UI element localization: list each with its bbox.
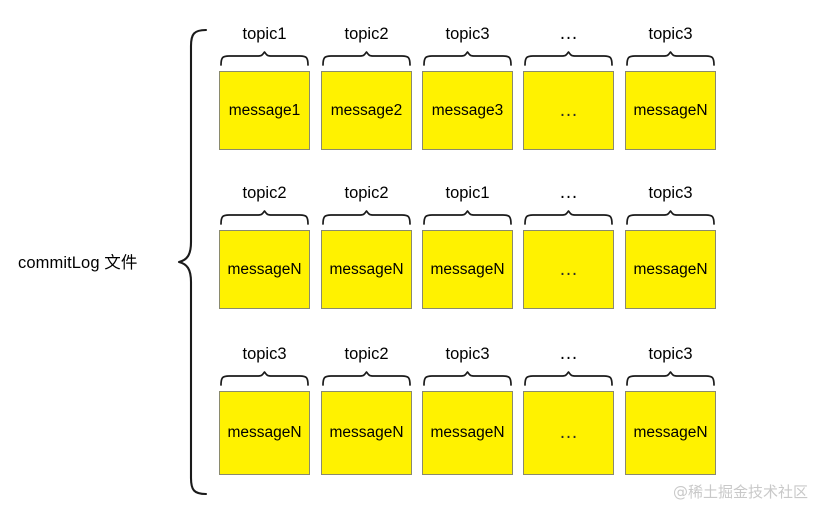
curly-brace-icon xyxy=(322,371,411,386)
topic-label: topic2 xyxy=(344,25,389,43)
message-box-label: … xyxy=(559,99,578,121)
topic-label: topic3 xyxy=(445,25,490,43)
message-box: messageN xyxy=(219,391,310,475)
curly-brace-icon xyxy=(220,371,309,386)
curly-brace-icon xyxy=(423,51,512,66)
topic-label: topic2 xyxy=(344,345,389,363)
message-box: message3 xyxy=(422,71,513,150)
topic-brace xyxy=(523,210,614,225)
message-box: messageN xyxy=(219,230,310,309)
commitlog-row: topic3 messageN topic2 messageN topic3 messag… xyxy=(0,344,821,475)
message-box: messageN xyxy=(625,391,716,475)
message-box-label: messageN xyxy=(633,260,708,278)
message-box: messageN xyxy=(625,71,716,150)
topic-label-ellipsis: … xyxy=(559,343,578,364)
message-box-label: … xyxy=(559,258,578,280)
commitlog-file-label: commitLog 文件 xyxy=(18,254,138,272)
topic-brace xyxy=(321,210,412,225)
message-cell: topic3 messageN xyxy=(219,344,310,475)
big-curly-brace-icon xyxy=(177,28,208,496)
message-box-ellipsis: … xyxy=(523,71,614,150)
message-box-label: message2 xyxy=(330,101,403,119)
message-cell: …… xyxy=(523,344,614,475)
message-box: messageN xyxy=(321,391,412,475)
topic-brace xyxy=(422,51,513,66)
topic-label: topic3 xyxy=(445,345,490,363)
topic-brace xyxy=(219,51,310,66)
topic-label-ellipsis: … xyxy=(559,182,578,203)
message-cell: topic3 message3 xyxy=(422,24,513,150)
message-box-label: messageN xyxy=(329,424,404,441)
watermark: @稀土掘金技术社区 xyxy=(673,483,809,501)
topic-brace xyxy=(422,371,513,386)
message-cell: topic1 message1 xyxy=(219,24,310,150)
message-box: messageN xyxy=(625,230,716,309)
topic-brace xyxy=(523,51,614,66)
topic-label: topic2 xyxy=(242,184,287,202)
curly-brace-icon xyxy=(322,210,411,225)
topic-brace xyxy=(625,210,716,225)
message-box-label: message1 xyxy=(228,101,301,119)
message-box: messageN xyxy=(422,391,513,475)
curly-brace-icon xyxy=(220,51,309,66)
curly-brace-icon xyxy=(626,210,715,225)
topic-label-ellipsis: … xyxy=(559,23,578,44)
message-box-label: … xyxy=(559,422,578,443)
curly-brace-icon xyxy=(322,51,411,66)
topic-label: topic2 xyxy=(344,184,389,202)
message-cell: topic1 messageN xyxy=(422,183,513,309)
message-box-label: message3 xyxy=(431,101,504,119)
message-cell: …… xyxy=(523,24,614,150)
message-cell: topic3 messageN xyxy=(422,344,513,475)
topic-brace xyxy=(219,210,310,225)
commitlog-row: topic2 messageN topic2 messageN topic1 messag… xyxy=(0,183,821,309)
message-box: messageN xyxy=(321,230,412,309)
curly-brace-icon xyxy=(423,210,512,225)
message-cell: topic2 messageN xyxy=(219,183,310,309)
message-cell: topic3 messageN xyxy=(625,24,716,150)
curly-brace-icon xyxy=(626,51,715,66)
message-cell: topic2 messageN xyxy=(321,183,412,309)
curly-brace-icon xyxy=(626,371,715,386)
commitlog-group-brace xyxy=(176,28,210,496)
message-cell: …… xyxy=(523,183,614,309)
commitlog-row: topic1 message1 topic2 message2 topic3 messag… xyxy=(0,24,821,150)
message-box-label: messageN xyxy=(227,260,302,278)
topic-label: topic3 xyxy=(242,345,287,363)
topic-brace xyxy=(321,371,412,386)
message-cell: topic3 messageN xyxy=(625,344,716,475)
message-cell: topic2 messageN xyxy=(321,344,412,475)
message-cell: topic2 message2 xyxy=(321,24,412,150)
topic-brace xyxy=(625,371,716,386)
curly-brace-icon xyxy=(524,371,613,386)
topic-label: topic3 xyxy=(648,345,693,363)
message-box-ellipsis: … xyxy=(523,230,614,309)
message-box: message1 xyxy=(219,71,310,150)
topic-label: topic3 xyxy=(648,25,693,43)
topic-label: topic1 xyxy=(445,184,490,202)
message-box-label: messageN xyxy=(329,260,404,278)
message-box-label: messageN xyxy=(633,101,708,119)
message-box: message2 xyxy=(321,71,412,150)
topic-brace xyxy=(523,371,614,386)
topic-brace xyxy=(219,371,310,386)
message-box-ellipsis: … xyxy=(523,391,614,475)
topic-brace xyxy=(422,210,513,225)
message-box-label: messageN xyxy=(227,424,302,441)
message-box-label: messageN xyxy=(633,424,708,441)
message-box-label: messageN xyxy=(430,424,505,441)
topic-label: topic3 xyxy=(648,184,693,202)
topic-brace xyxy=(625,51,716,66)
curly-brace-icon xyxy=(220,210,309,225)
topic-brace xyxy=(321,51,412,66)
message-box: messageN xyxy=(422,230,513,309)
message-box-label: messageN xyxy=(430,260,505,278)
curly-brace-icon xyxy=(423,371,512,386)
message-cell: topic3 messageN xyxy=(625,183,716,309)
curly-brace-icon xyxy=(524,210,613,225)
curly-brace-icon xyxy=(524,51,613,66)
topic-label: topic1 xyxy=(242,25,287,43)
